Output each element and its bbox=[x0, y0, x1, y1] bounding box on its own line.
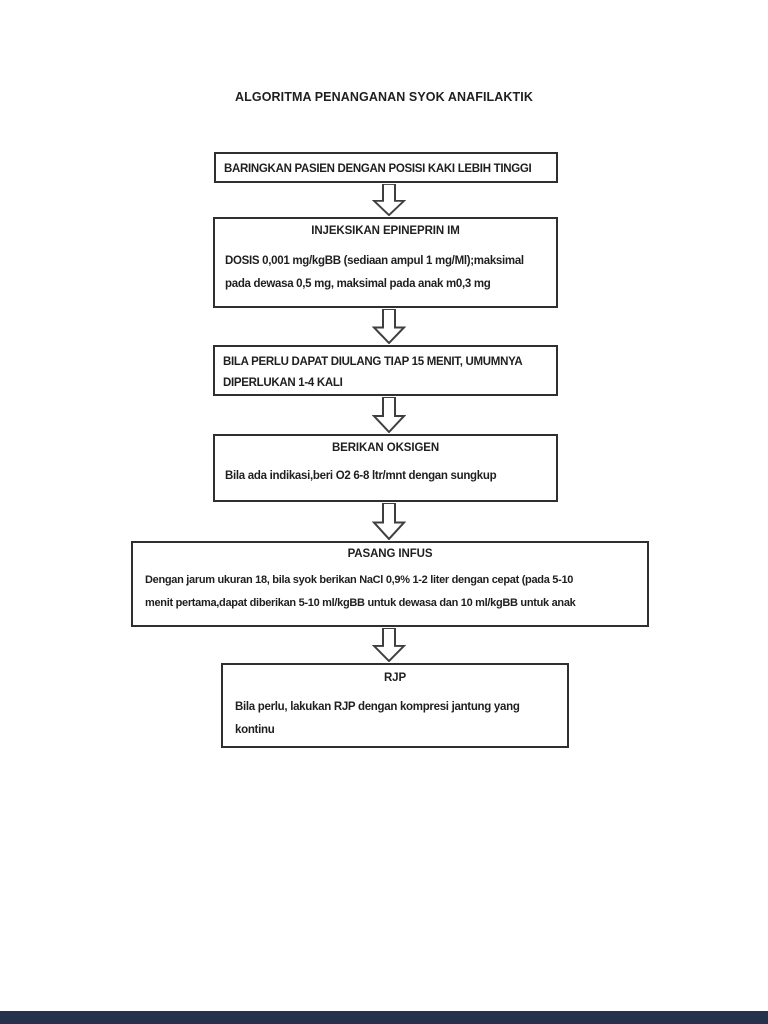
step-body: Bila ada indikasi,beri O2 6-8 ltr/mnt de… bbox=[225, 470, 497, 482]
down-arrow-icon bbox=[372, 397, 406, 433]
step-body: Bila perlu, lakukan RJP dengan kompresi … bbox=[235, 701, 520, 736]
step-box-position-patient: BARINGKAN PASIEN DENGAN POSISI KAKI LEBI… bbox=[214, 152, 558, 183]
step-box-oxygen: BERIKAN OKSIGEN Bila ada indikasi,beri O… bbox=[213, 434, 558, 502]
down-arrow-icon bbox=[372, 628, 406, 662]
page-title: ALGORITMA PENANGANAN SYOK ANAFILAKTIK bbox=[235, 90, 533, 104]
step-box-repeat-dose: BILA PERLU DAPAT DIULANG TIAP 15 MENIT, … bbox=[213, 345, 558, 396]
step-box-cpr: RJP Bila perlu, lakukan RJP dengan kompr… bbox=[221, 663, 569, 748]
step-heading: BERIKAN OKSIGEN bbox=[331, 442, 440, 454]
step-heading: RJP bbox=[383, 672, 407, 684]
footer-bar bbox=[0, 1011, 768, 1024]
down-arrow-icon bbox=[372, 309, 406, 344]
down-arrow-icon bbox=[372, 184, 406, 216]
step-body: DOSIS 0,001 mg/kgBB (sediaan ampul 1 mg/… bbox=[225, 255, 524, 290]
step-heading: INJEKSIKAN EPINEPRIN IM bbox=[311, 225, 460, 237]
step-box-epinephrine: INJEKSIKAN EPINEPRIN IM DOSIS 0,001 mg/k… bbox=[213, 217, 558, 308]
step-title: BARINGKAN PASIEN DENGAN POSISI KAKI LEBI… bbox=[224, 163, 532, 175]
down-arrow-icon bbox=[372, 503, 406, 540]
step-body: Dengan jarum ukuran 18, bila syok berika… bbox=[145, 574, 576, 609]
step-box-infusion: PASANG INFUS Dengan jarum ukuran 18, bil… bbox=[131, 541, 649, 627]
step-title: BILA PERLU DAPAT DIULANG TIAP 15 MENIT, … bbox=[223, 356, 523, 389]
step-heading: PASANG INFUS bbox=[347, 548, 433, 560]
